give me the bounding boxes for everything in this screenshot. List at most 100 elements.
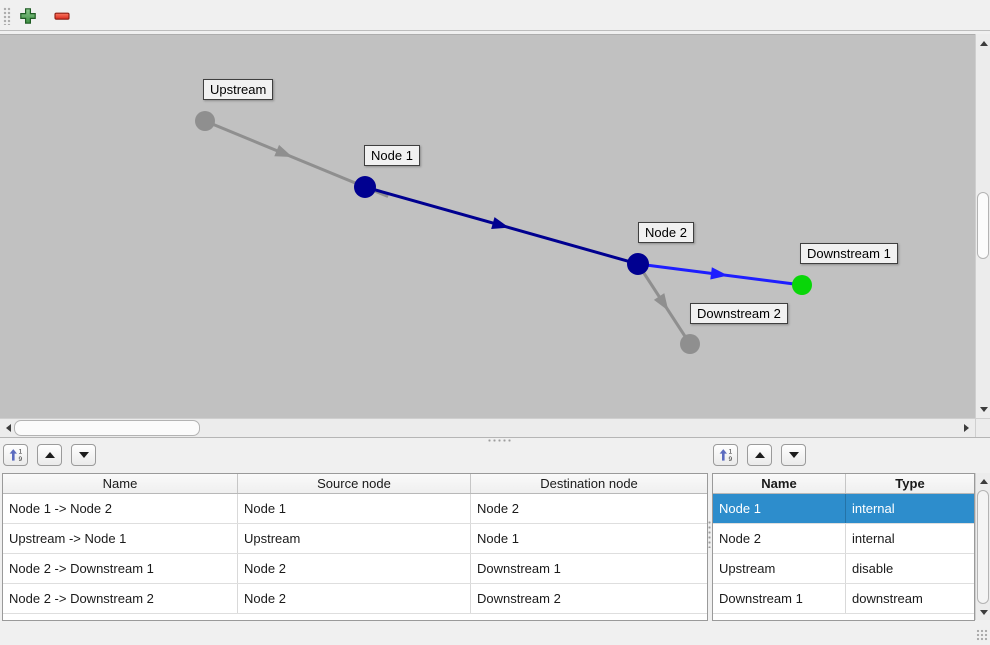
scroll-down-button[interactable]: [976, 605, 990, 619]
splitter-handle-icon: [487, 439, 513, 442]
table-cell: Node 1: [713, 494, 846, 523]
column-header-source-node[interactable]: Source node: [238, 474, 471, 493]
table-row[interactable]: Upstream disable: [713, 554, 974, 584]
scroll-down-button[interactable]: [976, 402, 990, 416]
window-resize-grip[interactable]: [976, 629, 988, 641]
graph-node-node-2[interactable]: [627, 253, 649, 275]
table-cell: Node 2: [477, 501, 519, 516]
table-cell: Node 2: [713, 524, 846, 553]
scroll-left-button[interactable]: [1, 419, 15, 437]
graph-svg: [195, 111, 812, 354]
up-triangle-icon: [44, 452, 55, 458]
table-row[interactable]: Node 2 internal: [713, 524, 974, 554]
main-toolbar: [0, 0, 990, 31]
column-header-name[interactable]: Name: [3, 474, 238, 493]
up-arrow-icon: [979, 478, 988, 484]
down-triangle-icon: [788, 452, 799, 458]
graph-node-downstream-2[interactable]: [680, 334, 700, 354]
graph-node-upstream[interactable]: [195, 111, 215, 131]
minus-icon: [54, 12, 70, 20]
scroll-up-button[interactable]: [976, 36, 990, 50]
move-down-button[interactable]: [71, 444, 96, 466]
sort-ascending-icon: 1 9: [719, 448, 732, 463]
column-header-type[interactable]: Type: [895, 476, 925, 491]
table-cell: Node 2: [238, 554, 471, 583]
vertical-splitter[interactable]: [707, 473, 712, 621]
table-cell: Upstream: [713, 554, 846, 583]
column-header-destination-node[interactable]: Destination node: [540, 476, 638, 491]
table-header-row: Name Type: [713, 474, 974, 494]
edge-arrow-icon: [491, 217, 510, 230]
graph-node-downstream-1[interactable]: [792, 275, 812, 295]
up-triangle-icon: [754, 452, 765, 458]
table-cell: Downstream 1: [713, 584, 846, 613]
table-cell: Downstream 2: [477, 591, 561, 606]
table-cell: Upstream -> Node 1: [3, 524, 238, 553]
edge-arrow-icon: [653, 293, 669, 311]
table-cell: downstream: [852, 591, 923, 606]
svg-text:1: 1: [18, 448, 22, 455]
up-arrow-icon: [979, 40, 988, 46]
sort-button[interactable]: 1 9: [713, 444, 738, 466]
plus-icon: [20, 8, 36, 24]
scroll-up-button[interactable]: [976, 474, 990, 488]
sort-ascending-icon: 1 9: [9, 448, 22, 463]
table-cell: Node 2 -> Downstream 1: [3, 554, 238, 583]
nodes-table-scrollbar[interactable]: [975, 473, 990, 620]
edge-arrow-icon: [710, 267, 728, 280]
scrollbar-corner: [975, 418, 990, 437]
svg-text:1: 1: [728, 448, 732, 455]
horizontal-scrollbar-thumb[interactable]: [14, 420, 200, 436]
table-cell: internal: [852, 501, 895, 516]
down-arrow-icon: [979, 406, 988, 412]
sort-button[interactable]: 1 9: [3, 444, 28, 466]
scroll-right-button[interactable]: [959, 419, 974, 437]
table-cell: Node 2 -> Downstream 2: [3, 584, 238, 613]
canvas-vertical-scrollbar[interactable]: [975, 34, 990, 418]
node-label-upstream[interactable]: Upstream: [203, 79, 274, 100]
vertical-scrollbar-thumb[interactable]: [977, 192, 989, 259]
nodes-table-toolbar: 1 9: [713, 444, 806, 466]
left-arrow-icon: [5, 424, 11, 432]
canvas-horizontal-scrollbar[interactable]: [0, 418, 975, 437]
table-cell: Node 1 -> Node 2: [3, 494, 238, 523]
node-label-node-1[interactable]: Node 1: [364, 145, 420, 166]
move-up-button[interactable]: [37, 444, 62, 466]
column-header-name[interactable]: Name: [713, 474, 846, 493]
table-cell: Node 2: [238, 584, 471, 613]
down-triangle-icon: [78, 452, 89, 458]
right-arrow-icon: [964, 424, 969, 432]
scrollbar-thumb[interactable]: [977, 490, 989, 604]
table-cell: disable: [852, 561, 894, 576]
graph-node-node-1[interactable]: [354, 176, 376, 198]
toolbar-grip[interactable]: [3, 7, 11, 25]
move-up-button[interactable]: [747, 444, 772, 466]
table-cell: Upstream: [238, 524, 471, 553]
table-cell: internal: [852, 531, 895, 546]
horizontal-splitter[interactable]: [0, 437, 990, 443]
splitter-handle-icon: [708, 520, 711, 548]
edges-table-toolbar: 1 9: [3, 444, 96, 466]
svg-text:9: 9: [728, 456, 732, 463]
node-label-node-2[interactable]: Node 2: [638, 222, 694, 243]
edge-arrow-icon: [274, 144, 293, 158]
down-arrow-icon: [979, 609, 988, 615]
node-label-downstream-2[interactable]: Downstream 2: [690, 303, 788, 324]
add-button[interactable]: [15, 4, 41, 28]
remove-button[interactable]: [49, 4, 75, 28]
table-row[interactable]: Node 1 internal: [713, 494, 974, 524]
node-label-downstream-1[interactable]: Downstream 1: [800, 243, 898, 264]
table-row[interactable]: Downstream 1 downstream: [713, 584, 974, 614]
move-down-button[interactable]: [781, 444, 806, 466]
table-cell: Node 1: [238, 494, 471, 523]
table-cell: Downstream 1: [477, 561, 561, 576]
